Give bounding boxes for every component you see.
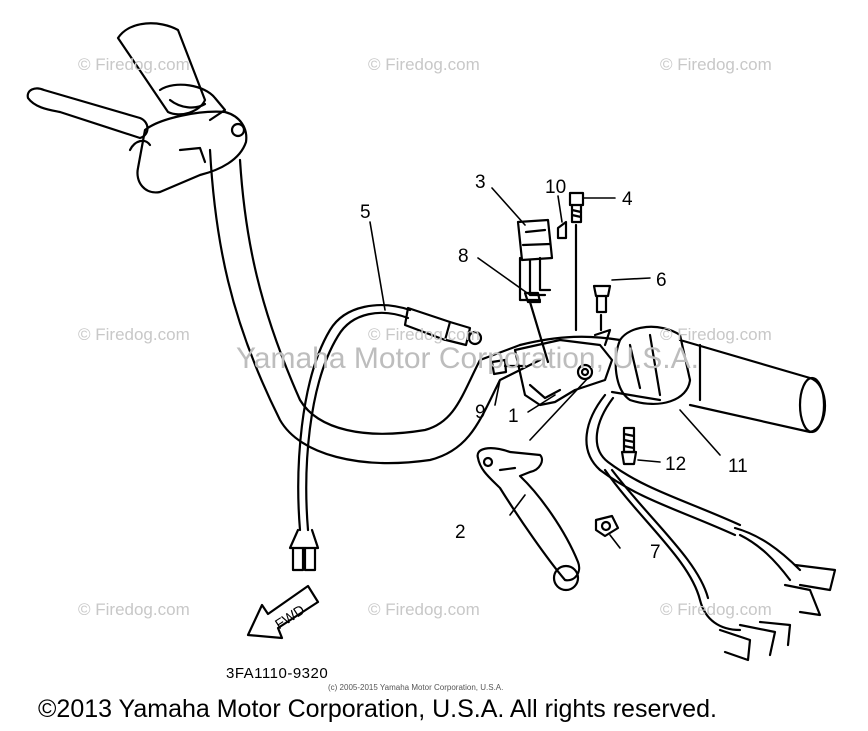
small-copyright: (c) 2005-2015 Yamaha Motor Corporation, …	[328, 683, 504, 692]
callout-3: 3	[475, 172, 486, 193]
callout-5: 5	[360, 202, 371, 223]
callout-numbers: 1 2 3 4 5 6 7 8 9 10 11 12 FWD	[272, 172, 748, 632]
clutch-lever	[476, 447, 581, 592]
left-grip	[116, 22, 227, 122]
left-lever	[26, 87, 149, 140]
screw-4	[568, 191, 585, 332]
screw-6	[592, 284, 612, 332]
bolt-9	[490, 358, 527, 376]
watermark: © Firedog.com	[660, 600, 772, 619]
center-watermark: Yamaha Motor Corporation, U.S.A.	[236, 342, 699, 375]
callout-4: 4	[622, 189, 633, 210]
copyright-notice: ©2013 Yamaha Motor Corporation, U.S.A. A…	[38, 695, 717, 723]
callout-2: 2	[455, 522, 466, 543]
watermark: © Firedog.com	[368, 55, 480, 74]
fwd-arrow	[246, 584, 320, 640]
diagram-code: 3FA1110-9320	[226, 665, 329, 682]
callout-8: 8	[458, 246, 469, 267]
left-switch-housing	[128, 110, 248, 194]
callout-9: 9	[475, 402, 486, 423]
watermark: © Firedog.com	[78, 600, 190, 619]
watermark: © Firedog.com	[368, 600, 480, 619]
watermark: © Firedog.com	[78, 325, 190, 344]
callout-1: 1	[508, 406, 519, 427]
callout-10: 10	[545, 177, 566, 198]
watermark: © Firedog.com	[368, 325, 480, 344]
clutch-switch	[516, 218, 554, 302]
washer-10	[556, 220, 568, 240]
leader-lines	[369, 187, 721, 549]
callout-12: 12	[665, 454, 686, 475]
watermark: © Firedog.com	[660, 55, 772, 74]
handlebar	[208, 148, 622, 465]
nut-7	[594, 514, 620, 538]
callout-7: 7	[650, 542, 661, 563]
lever-bracket	[513, 328, 614, 407]
callout-6: 6	[656, 270, 667, 291]
part-8	[523, 291, 550, 364]
watermark: © Firedog.com	[78, 55, 190, 74]
watermark: © Firedog.com	[660, 325, 772, 344]
right-switch-housing	[610, 325, 692, 405]
bolt-12	[620, 426, 638, 466]
wire-harness	[585, 393, 837, 662]
clutch-cable	[288, 304, 483, 572]
callout-11: 11	[728, 456, 748, 477]
right-grip	[678, 338, 827, 434]
fwd-label: FWD	[272, 601, 307, 632]
